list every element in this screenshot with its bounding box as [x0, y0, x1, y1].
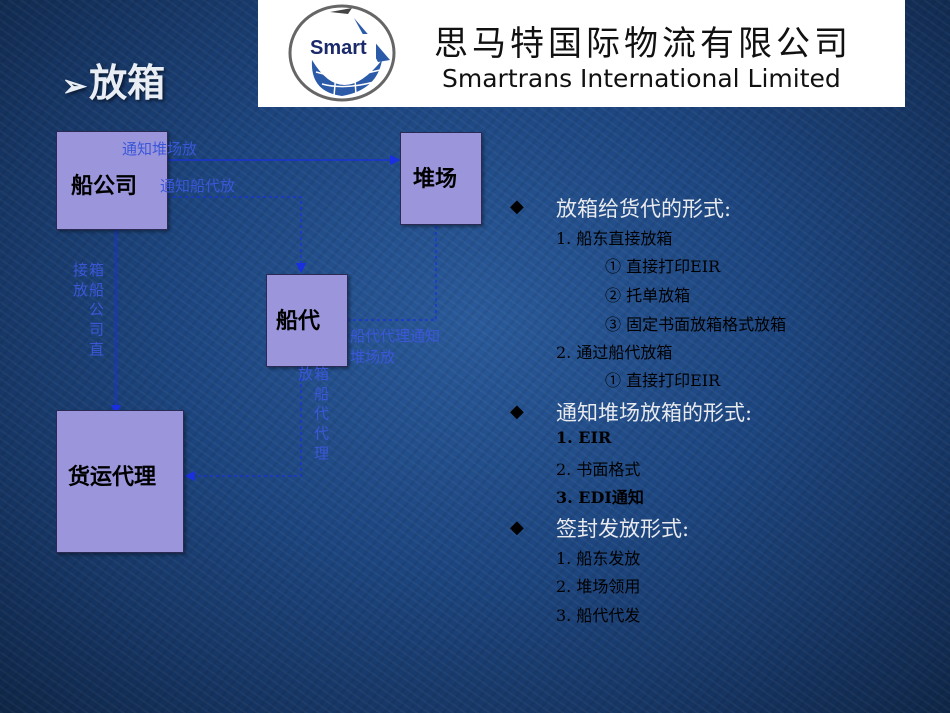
diamond-bullet-icon: ◆: [510, 401, 524, 422]
list-heading: 放箱给货代的形式:: [556, 197, 732, 221]
edge-agent-to-yard: [347, 212, 442, 321]
diamond-bullet-icon: ◆: [510, 517, 524, 538]
list-item: ② 托单放箱: [605, 286, 691, 305]
company-name-en: Smartrans International Limited: [442, 64, 841, 93]
edge-label-agent-notify: 船代代理通知: [350, 327, 441, 345]
list-item: ① 直接打印EIR: [605, 257, 721, 276]
page-title-text: 放箱: [89, 60, 166, 105]
list-item: 3. EDI通知: [556, 488, 644, 507]
company-name-cn: 思马特国际物流有限公司: [434, 24, 852, 64]
list-item: 1. 船东发放: [556, 549, 641, 568]
node-freight-forwarder-label: 货运代理: [68, 464, 157, 490]
diamond-bullet-icon: ◆: [510, 196, 524, 217]
page-title: ➢放箱: [62, 52, 165, 107]
edge-label-agent-release: 箱 船 代 代 理 放: [296, 366, 330, 461]
list-item: 1. EIR: [556, 428, 612, 447]
list-item: 2. 书面格式: [556, 460, 641, 479]
edge-label-shipping-direct: 箱 船 公 司 直 接 放: [71, 262, 105, 357]
edge-agent-to-forwarder: [184, 366, 302, 482]
list-item: 3. 船代代发: [556, 606, 641, 625]
edge-shipping-to-agent: [167, 196, 307, 274]
list-item: ① 直接打印EIR: [605, 371, 721, 390]
node-ship-agent-label: 船代: [276, 308, 321, 334]
node-yard-label: 堆场: [413, 166, 458, 192]
edge-label-notify-agent: 通知船代放: [160, 177, 236, 195]
node-shipping-company-label: 船公司: [71, 173, 138, 199]
company-logo-banner: Smart 思马特国际物流有限公司 Smartrans Internationa…: [258, 0, 905, 107]
list-item: 2. 堆场领用: [556, 577, 641, 596]
list-item: 1. 船东直接放箱: [556, 229, 673, 248]
edge-label-agent-yard: 堆场放: [350, 348, 396, 366]
list-item: ③ 固定书面放箱格式放箱: [605, 315, 787, 334]
node-freight-forwarder: 货运代理: [56, 410, 184, 553]
list-item: 2. 通过船代放箱: [556, 343, 673, 362]
title-arrow-icon: ➢: [62, 69, 88, 104]
node-ship-agent: 船代: [266, 274, 348, 367]
logo-badge-text: Smart: [310, 37, 367, 59]
node-yard: 堆场: [400, 132, 482, 225]
node-shipping-company: 船公司: [56, 131, 168, 230]
list-heading: 签封发放形式:: [556, 517, 690, 541]
edge-label-notify-yard: 通知堆场放: [122, 140, 198, 158]
list-heading: 通知堆场放箱的形式:: [556, 401, 753, 425]
globe-logo-icon: Smart: [288, 4, 396, 102]
